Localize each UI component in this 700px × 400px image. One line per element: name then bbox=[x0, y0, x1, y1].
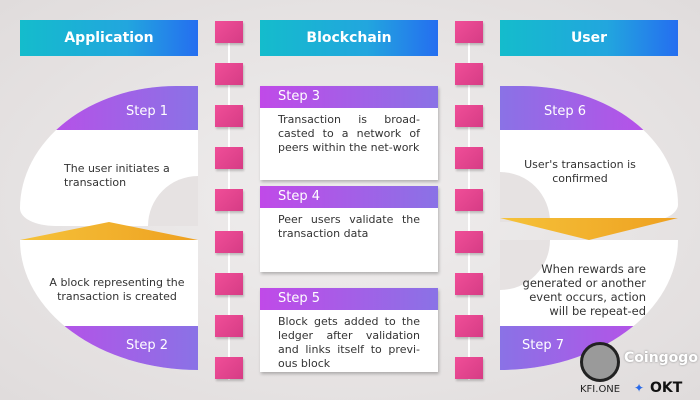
connector-square bbox=[455, 231, 483, 253]
connector-square bbox=[455, 189, 483, 211]
connector-square bbox=[215, 231, 243, 253]
step6-text: User's transaction is confirmed bbox=[524, 158, 636, 185]
step2-label: Step 2 bbox=[20, 326, 198, 370]
step2-card: A block representing the transaction is … bbox=[20, 240, 198, 370]
step2-text: A block representing the transaction is … bbox=[49, 276, 185, 303]
mascot-logo bbox=[580, 342, 620, 382]
header-application: Application bbox=[20, 20, 198, 56]
connector-square bbox=[455, 105, 483, 127]
header-blockchain: Blockchain bbox=[260, 20, 438, 56]
connector-square bbox=[215, 273, 243, 295]
connector-square bbox=[455, 147, 483, 169]
step6-card: Step 6 User's transaction is confirmed bbox=[500, 86, 678, 222]
header-user: User bbox=[500, 20, 678, 56]
step7-text: When rewards are generated or another ev… bbox=[522, 262, 646, 318]
okt-icon: ✦ bbox=[634, 381, 645, 395]
step1-label: Step 1 bbox=[20, 86, 198, 130]
connector-square bbox=[215, 105, 243, 127]
connector-square bbox=[215, 357, 243, 379]
connector-square bbox=[215, 315, 243, 337]
step1-text: The user initiates a transaction bbox=[64, 162, 170, 189]
step3-label: Step 3 bbox=[260, 86, 438, 108]
coingogo-logo: Coingogo bbox=[624, 350, 698, 366]
connector-square bbox=[455, 357, 483, 379]
connector-square bbox=[455, 21, 483, 43]
step3-card: Step 3 Transaction is broad-casted to a … bbox=[260, 86, 438, 180]
connector-square bbox=[455, 315, 483, 337]
connector-square bbox=[215, 63, 243, 85]
connector-square bbox=[455, 273, 483, 295]
step5-text: Block gets added to the ledger after val… bbox=[278, 315, 420, 370]
step5-label: Step 5 bbox=[260, 288, 438, 310]
connector-square bbox=[215, 21, 243, 43]
step6-label: Step 6 bbox=[500, 86, 678, 130]
step4-label: Step 4 bbox=[260, 186, 438, 208]
step4-text: Peer users validate the transaction data bbox=[278, 213, 420, 240]
connector-square bbox=[215, 147, 243, 169]
okt-logo: OKT bbox=[650, 380, 683, 396]
step1-card: Step 1 The user initiates a transaction bbox=[20, 86, 198, 226]
arrow-down-icon bbox=[500, 218, 678, 240]
step3-text: Transaction is broad-casted to a network… bbox=[278, 113, 420, 154]
kfi-logo: KFI.ONE bbox=[580, 384, 621, 395]
step5-card: Step 5 Block gets added to the ledger af… bbox=[260, 288, 438, 372]
step4-card: Step 4 Peer users validate the transacti… bbox=[260, 186, 438, 272]
connector-square bbox=[455, 63, 483, 85]
connector-square bbox=[215, 189, 243, 211]
